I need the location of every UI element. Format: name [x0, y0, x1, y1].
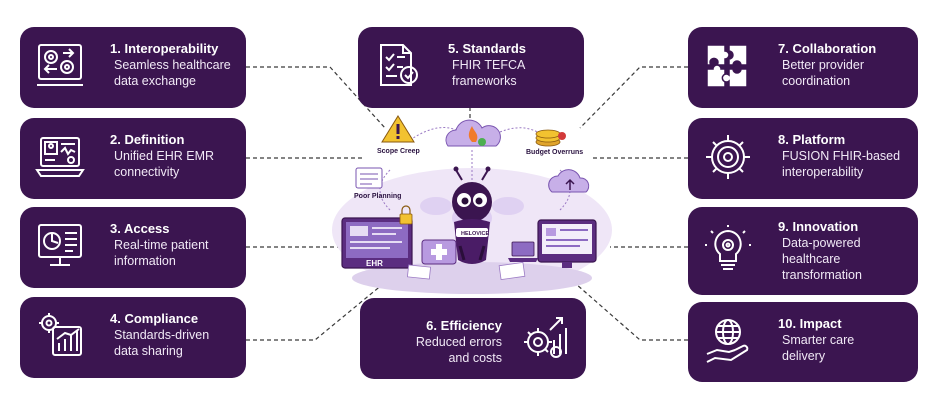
label-mascot-badge: HELOVICE — [461, 231, 489, 237]
lock-icon — [399, 205, 413, 225]
card-desc-line: interoperability — [782, 165, 864, 179]
card-desc-line: coordination — [782, 74, 851, 88]
card-title: 5. Standards — [448, 41, 527, 56]
papers-icon — [406, 261, 526, 281]
card-desc-line: Standards-driven — [114, 328, 210, 342]
card-desc-line: Seamless healthcare — [114, 58, 231, 72]
center-illustration: Scope Creep Budget Overruns Poor Plannin… — [332, 115, 612, 294]
card-title: 3. Access — [110, 221, 170, 236]
card-efficiency[interactable]: 6. Efficiency Reduced errors and costs — [360, 298, 586, 379]
card-platform[interactable]: 8. Platform FUSION FHIR-based interopera… — [688, 118, 918, 199]
globe-hand-icon — [697, 310, 759, 372]
puzzle-icon — [697, 35, 759, 97]
card-title: 1. Interoperability — [110, 41, 219, 56]
card-desc-line: connectivity — [114, 165, 180, 179]
cloud-fire-icon — [445, 119, 501, 147]
card-desc-line: Data-powered — [782, 236, 861, 250]
card-desc-line: transformation — [782, 268, 862, 282]
card-desc-line: FUSION FHIR-based — [782, 149, 901, 163]
card-interoperability[interactable]: 1. Interoperability Seamless healthcare … — [20, 27, 246, 108]
label-poor-planning: Poor Planning — [354, 193, 401, 200]
medical-kit-icon — [421, 239, 457, 265]
card-desc-line: data exchange — [114, 74, 197, 88]
label-scope-creep: Scope Creep — [377, 148, 420, 155]
card-desc-line: Real-time patient — [114, 238, 209, 252]
gear-chart-icon — [29, 305, 91, 367]
card-desc-line: Reduced errors — [415, 335, 502, 349]
mascot-icon — [420, 166, 524, 264]
card-title: 10. Impact — [778, 316, 842, 331]
cloud-upload-icon — [548, 169, 590, 193]
card-desc-line: Better provider — [782, 58, 864, 72]
card-desc-line: data sharing — [114, 344, 183, 358]
card-desc-line: information — [114, 254, 176, 268]
card-innovation[interactable]: 9. Innovation Data-powered healthcare tr… — [688, 207, 918, 295]
laptop-icon — [508, 241, 538, 262]
card-definition[interactable]: 2. Definition Unified EHR EMR connectivi… — [20, 118, 246, 199]
lightbulb-gear-icon — [697, 219, 759, 281]
card-desc-line: Smarter care — [782, 333, 855, 347]
card-title: 8. Platform — [778, 132, 846, 147]
target-gear-icon — [697, 126, 759, 188]
card-desc-line: FHIR TEFCA — [452, 58, 526, 72]
card-compliance[interactable]: 4. Compliance Standards-driven data shar… — [20, 297, 246, 378]
card-collaboration[interactable]: 7. Collaboration Better provider coordin… — [688, 27, 918, 108]
card-title: 9. Innovation — [778, 219, 859, 234]
coins-icon — [535, 129, 566, 147]
warning-icon — [381, 115, 415, 143]
ehr-monitor-icon — [341, 217, 413, 269]
gears-growth-icon — [514, 306, 576, 368]
card-title: 6. Efficiency — [426, 318, 502, 333]
card-impact[interactable]: 10. Impact Smarter care delivery — [688, 302, 918, 382]
card-desc-line: and costs — [448, 351, 502, 365]
card-desc-line: Unified EHR EMR — [114, 149, 215, 163]
label-ehr: EHR — [366, 259, 383, 268]
card-title: 4. Compliance — [110, 311, 199, 326]
monitor-right-icon — [537, 219, 597, 268]
card-desc-line: delivery — [782, 349, 826, 363]
card-desc-line: frameworks — [452, 74, 517, 88]
card-desc-line: healthcare — [782, 252, 841, 266]
card-title: 7. Collaboration — [778, 41, 877, 56]
card-standards[interactable]: 5. Standards FHIR TEFCA frameworks — [358, 27, 584, 108]
label-budget-overruns: Budget Overruns — [526, 149, 583, 156]
card-access[interactable]: 3. Access Real-time patient information — [20, 207, 246, 288]
monitor-dashboard-icon — [29, 215, 91, 277]
clipboard-icon — [355, 167, 383, 189]
gears-arrows-icon — [29, 35, 91, 97]
card-title: 2. Definition — [110, 132, 185, 147]
document-badge-icon — [367, 35, 429, 97]
laptop-profile-icon — [29, 126, 91, 188]
